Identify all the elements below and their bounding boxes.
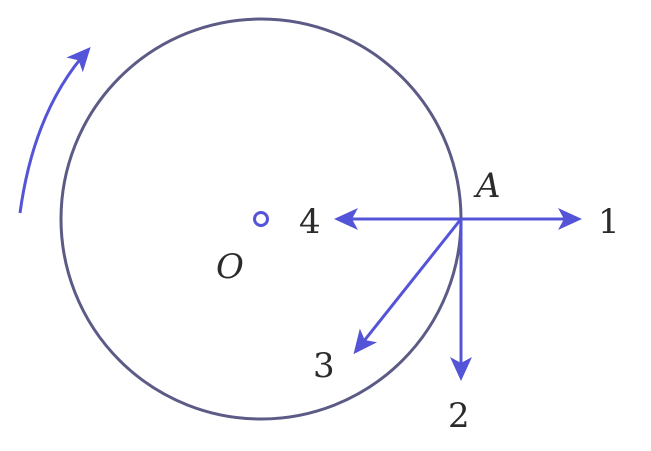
label-direction-4: 4 [299,202,321,242]
label-direction-2: 2 [448,396,470,436]
label-center-o: O [216,247,244,287]
label-direction-1: 1 [598,202,620,242]
center-point [253,211,269,227]
label-direction-3: 3 [313,346,335,386]
label-point-a: A [473,166,501,206]
arrow-3 [353,218,463,355]
rotation-arrow-icon [18,47,91,214]
